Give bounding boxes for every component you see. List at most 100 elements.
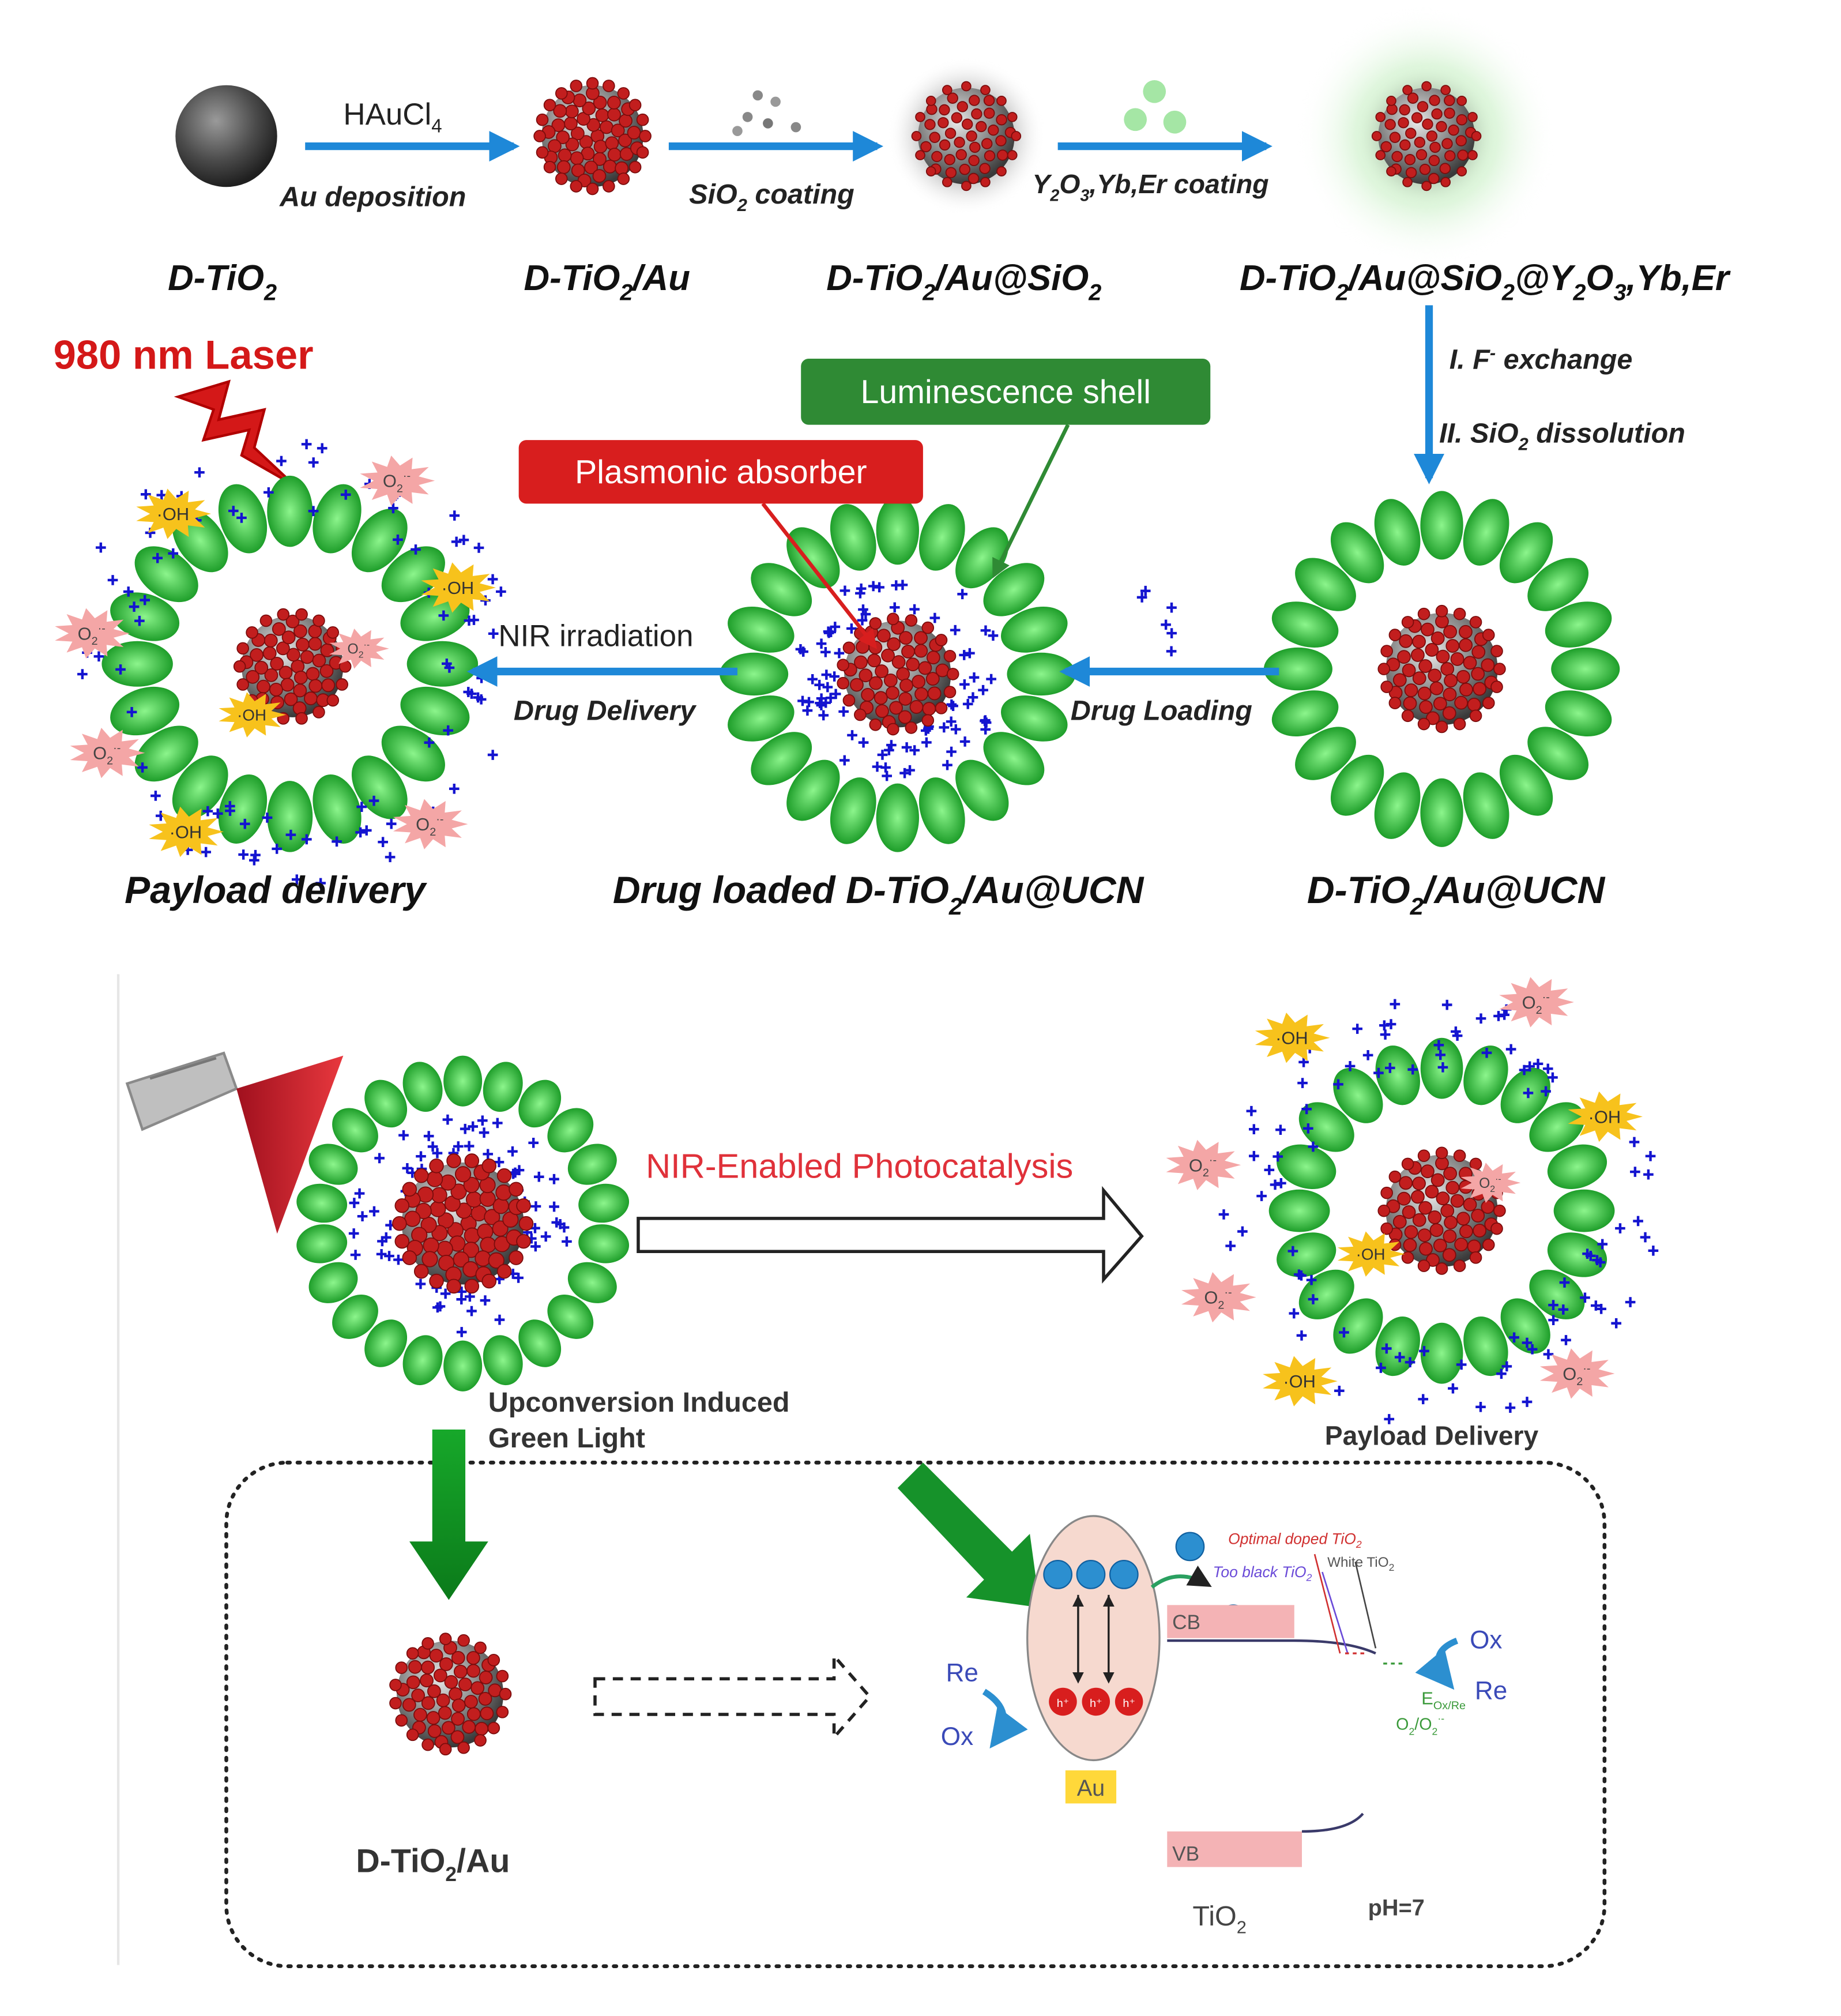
gold-dot	[411, 1688, 426, 1702]
o2-label: O2·-	[348, 640, 370, 660]
gold-dot	[1386, 96, 1396, 106]
drug-molecule	[877, 750, 888, 760]
shell-petal	[1529, 1102, 1585, 1152]
gold-dot	[280, 678, 295, 692]
hydroxyl-radical-burst	[421, 562, 496, 613]
gold-dot	[1467, 1239, 1481, 1254]
gold-dot	[1380, 1222, 1393, 1235]
gold-dot	[1445, 1180, 1460, 1195]
gold-dot	[1404, 1225, 1418, 1239]
gold-dot	[1473, 1224, 1487, 1238]
gold-dot	[1493, 1204, 1506, 1217]
drug-molecule	[1256, 1191, 1267, 1201]
gold-dot	[586, 77, 599, 90]
drug-molecule	[959, 679, 970, 690]
gold-dot	[1410, 648, 1425, 662]
drug-molecule	[402, 1163, 413, 1174]
shell-petal	[110, 592, 180, 641]
gold-dot	[423, 1237, 439, 1254]
superoxide-burst	[1539, 1348, 1615, 1399]
shell-petal	[1277, 1144, 1336, 1189]
gold-dot	[915, 112, 925, 122]
shell-petal	[567, 1144, 617, 1185]
gold-dot	[1443, 625, 1457, 639]
gold-dot	[1450, 652, 1464, 666]
gold-dot	[595, 108, 609, 122]
drug-molecule	[355, 827, 366, 838]
gold-dot	[457, 1634, 470, 1647]
gold-dot	[1405, 127, 1417, 139]
gold-dot	[421, 1696, 435, 1710]
reagent-haucl4: HAuCl4	[343, 97, 442, 137]
gold-dot	[464, 1695, 478, 1709]
superoxide-burst	[1499, 977, 1574, 1028]
drug-molecule	[249, 855, 259, 866]
gold-dot	[1392, 673, 1407, 687]
gold-dot	[479, 1671, 493, 1684]
drug-molecule	[1615, 1223, 1625, 1233]
gold-dot	[395, 1714, 408, 1727]
gold-dot	[938, 117, 949, 129]
gold-dot	[600, 120, 613, 134]
drug-molecule	[492, 1118, 503, 1129]
drug-molecule	[93, 651, 104, 662]
ros-species-top: ·OH ·OH ·OH ·OH O2·- O2·- O2·- O2·- O2·-	[55, 456, 496, 857]
drug-molecule	[858, 604, 868, 615]
gold-dot	[1428, 1210, 1442, 1224]
gold-dot	[1453, 1259, 1466, 1272]
drug-molecule	[411, 544, 421, 555]
shell-petal	[308, 1262, 358, 1303]
shell-petal	[483, 1335, 523, 1386]
drug-molecule	[1645, 1150, 1656, 1161]
gold-dot	[389, 1697, 402, 1710]
gold-dot	[433, 1668, 447, 1683]
shell-petal	[567, 1262, 617, 1303]
drug-molecule	[901, 742, 912, 753]
gold-dot	[969, 95, 980, 106]
gold-dot	[488, 1252, 505, 1269]
svg-text:Plasmonic absorber: Plasmonic absorber	[575, 454, 867, 491]
drug-molecule	[1390, 999, 1400, 1010]
drug-molecule	[1519, 1065, 1530, 1075]
gold-dot	[1430, 631, 1445, 645]
shell-petal	[751, 732, 812, 785]
gold-dot	[1402, 1205, 1416, 1219]
svg-text:Luminescence shell: Luminescence shell	[861, 374, 1151, 411]
drug-molecule	[549, 1201, 559, 1212]
hydroxyl-radical-burst	[1263, 1356, 1338, 1406]
drug-molecule	[1548, 1072, 1558, 1083]
gold-dot	[944, 154, 955, 166]
hollow-arrow-photocatalysis	[637, 1186, 1144, 1284]
superoxide-burst	[1181, 1272, 1256, 1323]
drug-molecule	[496, 586, 506, 597]
gold-dot	[269, 682, 283, 697]
gold-dot	[509, 1250, 524, 1265]
drug-molecule	[442, 659, 452, 669]
gold-dot	[284, 692, 298, 706]
top-row: HAuCl4 Au deposition SiO2 coating Y2O3,Y…	[168, 6, 1731, 484]
oh-label: ·OH	[157, 504, 190, 524]
gold-dot	[914, 687, 928, 701]
gold-dot	[555, 87, 568, 100]
gold-dot	[487, 1653, 500, 1667]
drug-molecule	[317, 443, 327, 454]
gold-dot	[837, 676, 849, 690]
shell-petal	[483, 1062, 523, 1112]
gold-dot	[1429, 141, 1441, 153]
gold-dot	[1417, 1149, 1430, 1163]
label-ph: pH=7	[1368, 1895, 1425, 1920]
label-au: Au	[1077, 1776, 1105, 1801]
cb-band	[1167, 1605, 1294, 1638]
gold-dot	[402, 1250, 417, 1265]
gold-dot	[236, 678, 249, 691]
gold-dot	[413, 1168, 429, 1183]
drug-molecule	[487, 574, 498, 585]
drug-molecule	[1140, 585, 1151, 596]
dtio2-sphere	[175, 85, 277, 187]
gold-dot	[854, 655, 868, 670]
gold-dot	[295, 637, 310, 652]
drug-molecule	[494, 1314, 505, 1325]
drug-molecule	[1352, 1024, 1362, 1034]
drug-molecule	[1296, 1330, 1307, 1341]
drug-molecule	[487, 750, 498, 760]
